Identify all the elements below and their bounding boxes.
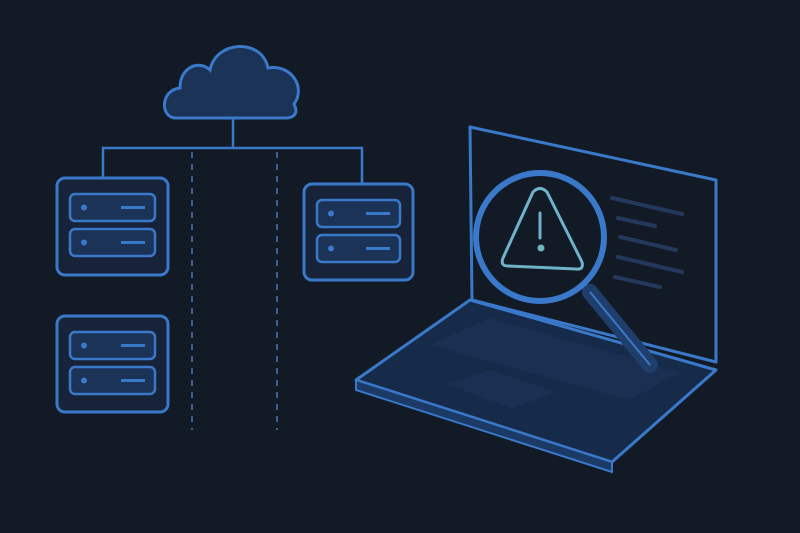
status-led (81, 204, 87, 211)
server-rack-icon (55, 176, 170, 277)
dashed-guides (191, 152, 278, 430)
text-lines (610, 196, 684, 289)
server-group (55, 176, 415, 414)
network-connectors (101, 118, 364, 184)
status-led (328, 245, 334, 252)
server-unit (315, 198, 402, 229)
status-led (81, 377, 87, 384)
status-led (328, 210, 334, 217)
server-unit (68, 330, 157, 361)
cloud-icon (163, 45, 300, 120)
server-unit (68, 365, 157, 396)
trackpad (446, 370, 556, 408)
server-unit (68, 227, 157, 258)
server-rack-icon (302, 182, 415, 282)
status-led (81, 239, 87, 246)
server-unit (315, 233, 402, 264)
server-rack-icon (55, 314, 170, 414)
status-led (81, 342, 87, 349)
warning-triangle-icon (500, 187, 584, 271)
server-unit (68, 192, 157, 223)
keyboard-area (430, 318, 680, 400)
